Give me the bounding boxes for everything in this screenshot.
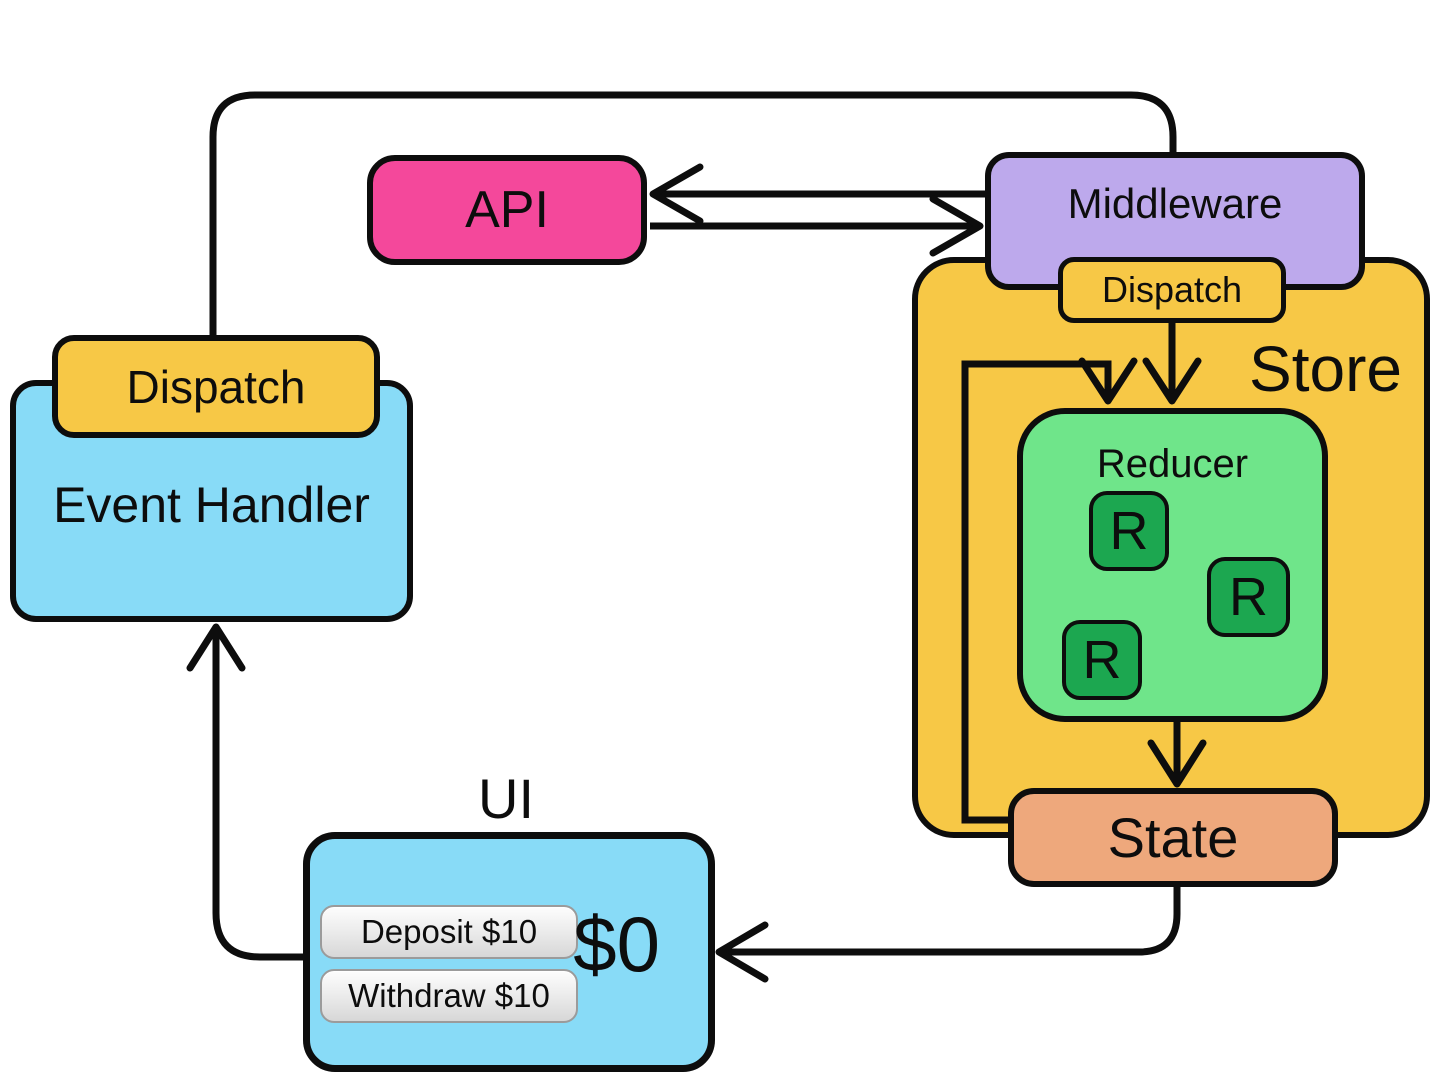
connector-state-to-ui [722,887,1181,956]
api-label: API [465,181,549,239]
connector-dispatch-to-middleware [209,91,1177,340]
deposit-button[interactable]: Deposit $10 [320,905,578,959]
ui-box: Deposit $10 Withdraw $10 $0 [303,832,715,1072]
reducer-unit-label: R [1109,501,1149,561]
ui-title: UI [478,767,534,830]
reducer-unit: R [1207,557,1290,637]
arrowhead-down-state [1147,739,1207,788]
middleware-label: Middleware [1067,180,1283,227]
reducer-unit: R [1062,620,1142,700]
arrowhead-down-reducer-2 [1078,357,1138,405]
withdraw-button[interactable]: Withdraw $10 [320,969,578,1023]
connector-ui-to-event-handler [212,631,305,961]
balance-value: $0 [573,900,660,988]
arrowhead-down-reducer-1 [1142,357,1202,405]
event-handler-dispatch-box: Dispatch [52,335,380,438]
ui-button-group: Deposit $10 Withdraw $10 [320,905,578,1023]
reducer-box: Reducer R R R [1017,408,1328,722]
arrowhead-left-ui [715,921,769,983]
store-label: Store [1249,333,1402,405]
state-box: State [1008,788,1338,887]
arrowhead-right-middleware [929,195,984,257]
arrowhead-up-event-handler [186,623,246,672]
event-handler-label: Event Handler [53,477,370,533]
reducer-unit-label: R [1229,567,1268,627]
connector-state-loop-to-reducer [961,360,1112,824]
store-dispatch-label: Dispatch [1101,269,1243,310]
arrowhead-left-api [649,163,704,225]
api-box: API [367,155,647,265]
reducer-unit-label: R [1082,630,1122,690]
reducer-label: Reducer [1096,442,1249,486]
state-label: State [1107,806,1239,869]
reducer-unit: R [1089,491,1169,571]
event-handler-dispatch-label: Dispatch [126,360,306,413]
store-dispatch-box: Dispatch [1058,257,1286,323]
